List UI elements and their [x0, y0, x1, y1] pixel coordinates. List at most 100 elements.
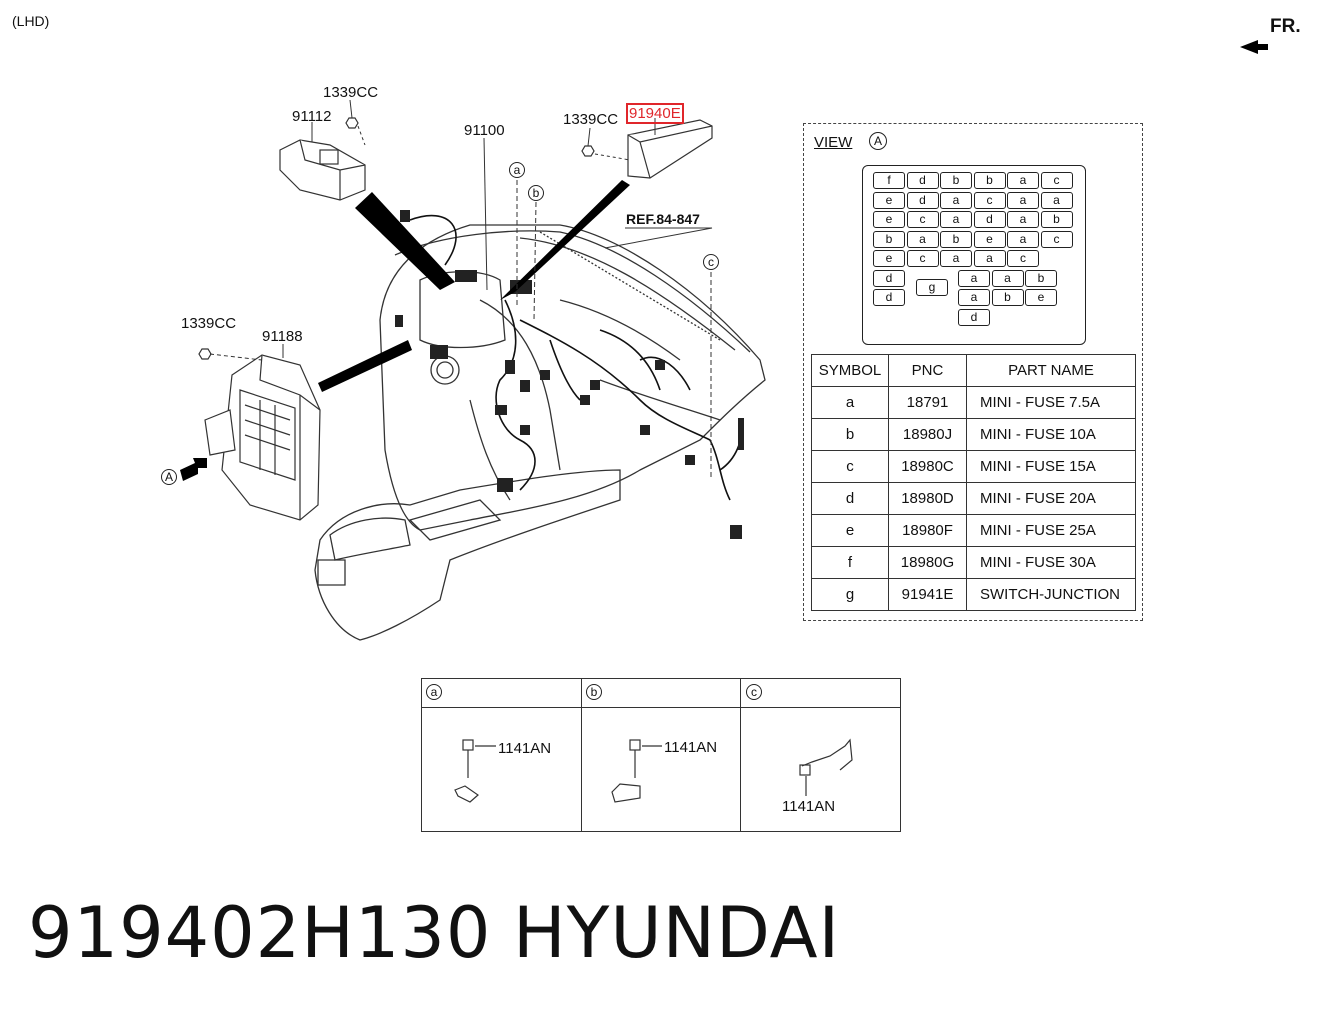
- marker-b-circle: b: [528, 185, 544, 201]
- fuse-slot[interactable]: a: [973, 250, 1006, 267]
- leader-lines: [209, 99, 713, 480]
- lhd-label: (LHD): [12, 13, 50, 29]
- callout-91112[interactable]: 91112: [292, 108, 332, 125]
- bolt-sketches: [454, 738, 853, 803]
- callout-91100[interactable]: 91100: [464, 122, 505, 139]
- fuse-slot[interactable]: a: [1040, 191, 1073, 209]
- pointer-wedges: [318, 180, 630, 392]
- fuse-slot[interactable]: b: [973, 172, 1006, 189]
- fuse-slot[interactable]: b: [1025, 269, 1057, 287]
- callout-1339cc-top[interactable]: 1339CC: [323, 84, 379, 101]
- fuse-slot[interactable]: c: [906, 250, 939, 267]
- pnc-cell: 18980D: [888, 482, 967, 515]
- fuse-slot[interactable]: a: [940, 191, 972, 209]
- nut-icons: [198, 117, 595, 360]
- fuse-slot[interactable]: b: [940, 230, 972, 248]
- callout-1339cc-left[interactable]: 1339CC: [181, 315, 237, 332]
- callout-1339cc-mid[interactable]: 1339CC: [563, 111, 619, 128]
- pnc-cell: 91941E: [888, 578, 967, 611]
- fuse-slot[interactable]: a: [1007, 211, 1039, 228]
- front-arrow-icon: [1240, 40, 1268, 54]
- detail-c-part-label[interactable]: 1141AN: [782, 798, 836, 815]
- part-name-cell: SWITCH-JUNCTION: [966, 578, 1136, 611]
- symbol-cell: e: [811, 514, 889, 547]
- fuse-slot[interactable]: b: [991, 289, 1024, 306]
- fuse-slot[interactable]: e: [873, 211, 905, 228]
- callout-91940e-highlighted[interactable]: 91940E: [626, 103, 684, 124]
- dashboard-illustration: [314, 214, 766, 641]
- detail-panels: [421, 678, 901, 832]
- fuse-slot[interactable]: e: [873, 250, 905, 267]
- detail-b-marker: b: [586, 684, 602, 700]
- fuse-slot[interactable]: c: [1040, 230, 1073, 248]
- table-row[interactable]: a 18791 MINI - FUSE 7.5A: [811, 386, 1136, 419]
- fuse-slot[interactable]: d: [906, 172, 939, 189]
- marker-c-circle: c: [703, 254, 719, 270]
- fuse-slot[interactable]: a: [940, 250, 972, 267]
- part-name-cell: MINI - FUSE 15A: [966, 450, 1136, 483]
- part-name-cell: MINI - FUSE 10A: [966, 418, 1136, 451]
- part-91940e-illustration: [627, 119, 713, 179]
- view-label: VIEW: [814, 134, 853, 151]
- symbol-cell: f: [811, 546, 889, 579]
- fuse-slot[interactable]: d: [873, 289, 905, 306]
- fuse-slot[interactable]: a: [991, 269, 1024, 287]
- pnc-cell: 18980G: [888, 546, 967, 579]
- part-name-cell: MINI - FUSE 30A: [966, 546, 1136, 579]
- fuse-slot[interactable]: a: [958, 289, 990, 306]
- fuse-slot[interactable]: a: [1007, 191, 1039, 209]
- fuse-slot[interactable]: a: [940, 211, 972, 228]
- fuse-slot[interactable]: f: [873, 172, 905, 189]
- fuse-slot[interactable]: c: [1007, 250, 1039, 267]
- table-row[interactable]: b 18980J MINI - FUSE 10A: [811, 418, 1136, 451]
- fuse-slot[interactable]: d: [906, 191, 939, 209]
- view-arrow-icon: [180, 458, 207, 481]
- fuse-slot[interactable]: d: [973, 211, 1006, 228]
- detail-b-part-label[interactable]: 1141AN: [664, 739, 718, 756]
- fuse-slot[interactable]: c: [906, 211, 939, 228]
- fuse-slot[interactable]: e: [873, 191, 905, 209]
- part-91112-illustration: [279, 139, 366, 201]
- callout-91188[interactable]: 91188: [262, 328, 303, 345]
- front-direction-label: FR.: [1270, 16, 1301, 37]
- part-name-cell: MINI - FUSE 25A: [966, 514, 1136, 547]
- fuse-slot[interactable]: b: [1040, 211, 1073, 228]
- symbol-cell: a: [811, 386, 889, 419]
- fuse-slot[interactable]: a: [906, 230, 939, 248]
- fuse-slot[interactable]: d: [958, 308, 990, 326]
- view-a-marker-circle: A: [161, 469, 177, 485]
- fuse-slot[interactable]: c: [1040, 172, 1073, 189]
- symbol-cell: c: [811, 450, 889, 483]
- detail-a-marker: a: [426, 684, 442, 700]
- table-row[interactable]: e 18980F MINI - FUSE 25A: [811, 514, 1136, 547]
- detail-a-part-label[interactable]: 1141AN: [498, 740, 552, 757]
- pnc-cell: 18791: [888, 386, 967, 419]
- callout-ref-84-847[interactable]: REF.84-847: [626, 211, 700, 227]
- pnc-cell: 18980C: [888, 450, 967, 483]
- part-91188-illustration: [204, 354, 321, 521]
- table-row[interactable]: f 18980G MINI - FUSE 30A: [811, 546, 1136, 579]
- table-row[interactable]: c 18980C MINI - FUSE 15A: [811, 450, 1136, 483]
- pnc-cell: 18980J: [888, 418, 967, 451]
- table-row[interactable]: g 91941E SWITCH-JUNCTION: [811, 578, 1136, 611]
- symbol-cell: b: [811, 418, 889, 451]
- marker-a-circle: a: [509, 162, 525, 178]
- fuse-slot[interactable]: a: [1007, 172, 1039, 189]
- table-row[interactable]: d 18980D MINI - FUSE 20A: [811, 482, 1136, 515]
- fuse-slot[interactable]: e: [973, 230, 1006, 248]
- header-pnc: PNC: [888, 354, 967, 387]
- fuse-slot[interactable]: e: [1025, 289, 1057, 306]
- fuse-slot[interactable]: g: [916, 279, 948, 297]
- fuse-slot[interactable]: a: [1007, 230, 1039, 248]
- fuse-parts-table: SYMBOL PNC PART NAME a 18791 MINI - FUSE…: [811, 354, 1136, 611]
- fuse-slot[interactable]: c: [973, 191, 1006, 209]
- part-name-cell: MINI - FUSE 7.5A: [966, 386, 1136, 419]
- fuse-slot[interactable]: a: [958, 269, 990, 287]
- fuse-slot[interactable]: b: [940, 172, 972, 189]
- fuse-slot[interactable]: b: [873, 230, 905, 248]
- view-label-marker: A: [869, 132, 887, 150]
- symbol-cell: g: [811, 578, 889, 611]
- fuse-slot[interactable]: d: [873, 269, 905, 287]
